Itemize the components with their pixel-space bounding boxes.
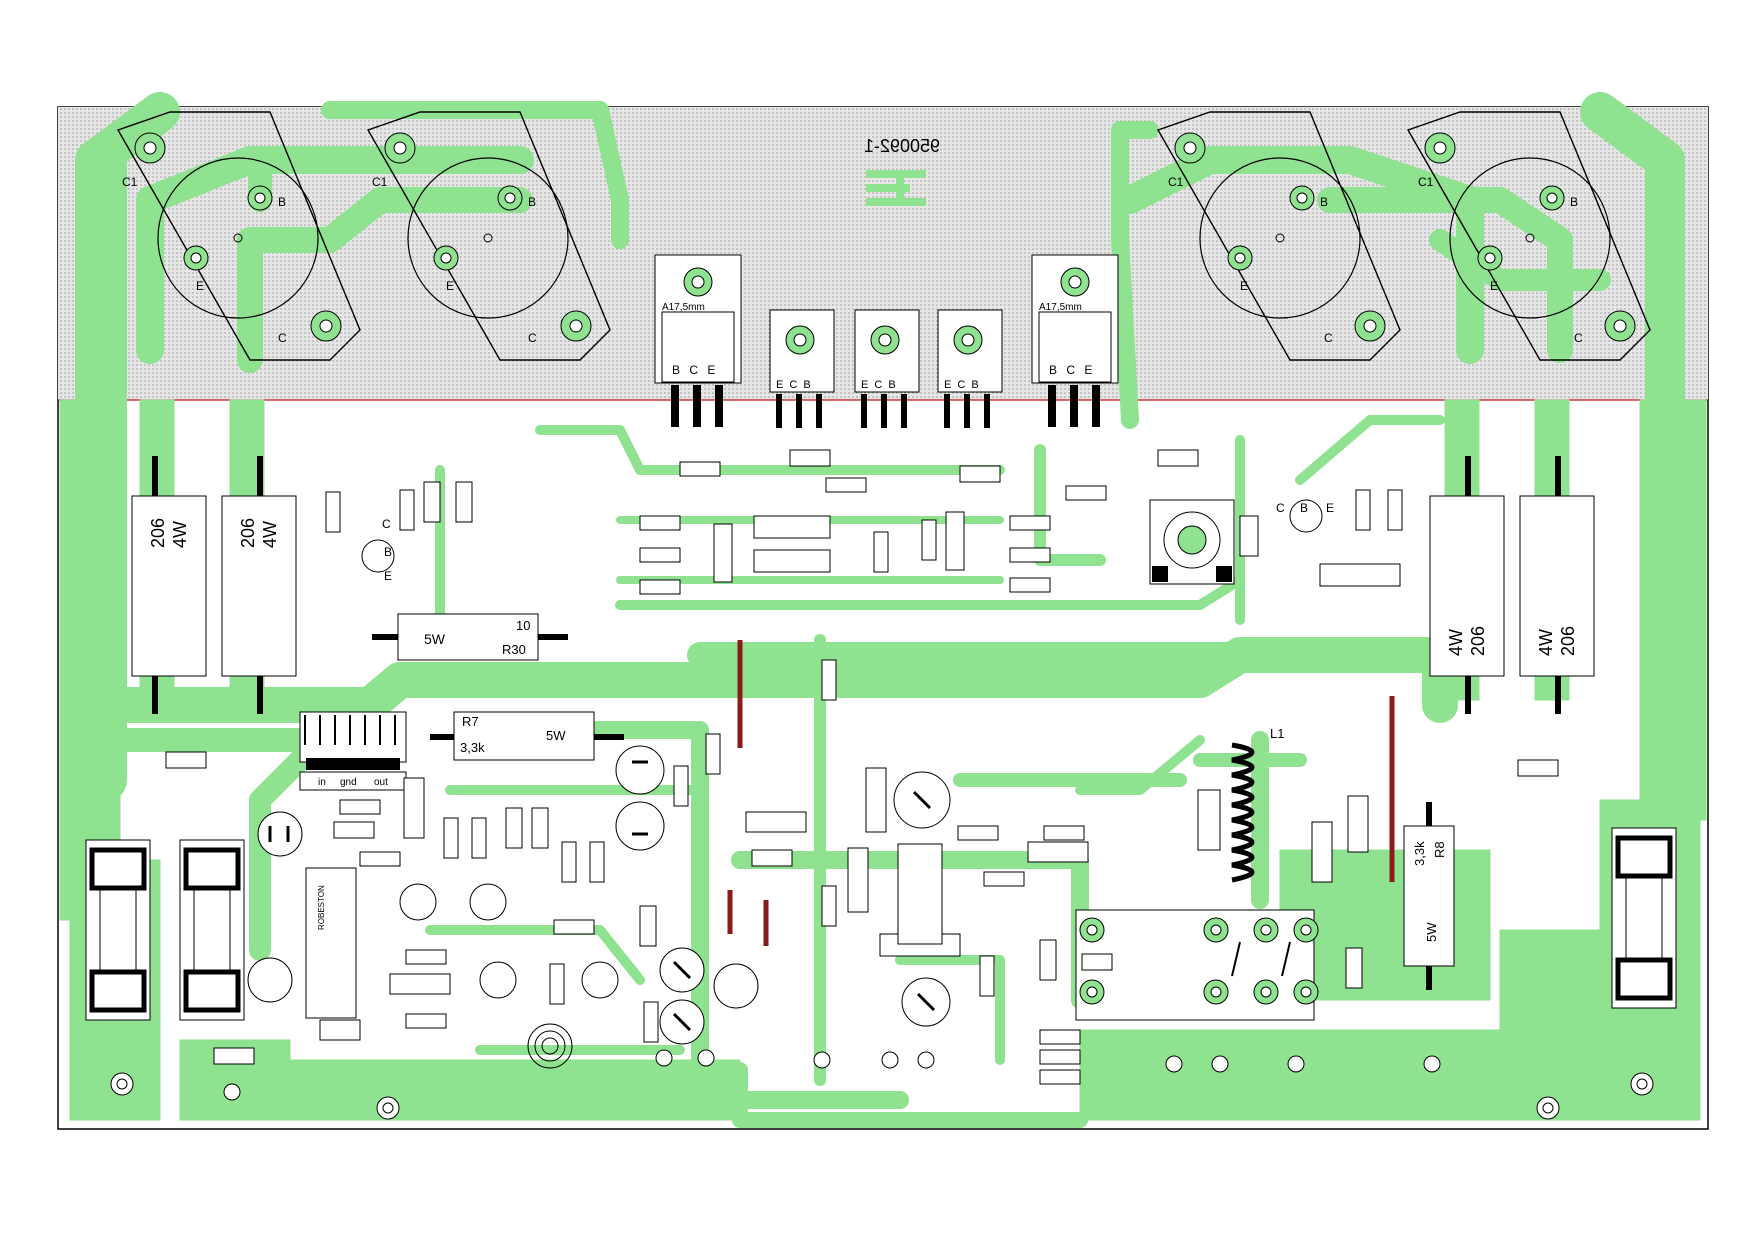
tr6-e: E — [1326, 501, 1334, 515]
emitter-resistor-4: 4W 206 — [1519, 456, 1595, 714]
ic-label: ROBESTON — [317, 885, 326, 930]
small-components — [319, 461, 1403, 1043]
er2-power: 4W — [260, 521, 280, 548]
bias-transistor-1: E C B — [769, 309, 835, 428]
pt3-b-label: B — [1320, 195, 1328, 209]
power-transistor-2: C1 B E C — [366, 111, 611, 361]
pt4-c1-label: C1 — [1418, 175, 1434, 189]
small-transistor-group — [361, 499, 1323, 999]
pt4-b-label: B — [1570, 195, 1578, 209]
pt4-e-label: E — [1490, 279, 1498, 293]
pt1-c-label: C — [278, 331, 287, 345]
tr6-c: C — [1276, 501, 1285, 515]
fuse-left-2 — [179, 839, 245, 1021]
bias-transistor-3: E C B — [937, 309, 1003, 428]
driver-left-size: A17,5mm — [662, 302, 705, 313]
inductor-label: L1 — [1270, 726, 1284, 741]
bias3-pins: E C B — [944, 379, 979, 391]
cap-polarity-marks — [268, 760, 936, 1032]
driver-left-pins: B C E — [672, 363, 715, 377]
opamp-ic: ROBESTON — [305, 867, 357, 1019]
tr1-b: B — [384, 545, 392, 559]
mounting-holes — [110, 1049, 1654, 1120]
part-number-label: 950092-1 — [864, 136, 940, 156]
emitter-resistor-2: 206 4W — [221, 456, 297, 714]
er4-power: 206 — [1558, 626, 1578, 656]
pt2-b-label: B — [528, 195, 536, 209]
er3-value: 4W — [1446, 629, 1466, 656]
resistor-r7: R7 3,3k 5W — [430, 711, 624, 761]
fuse-left-1 — [85, 839, 151, 1021]
pt4-c-label: C — [1574, 331, 1583, 345]
tr6-b: B — [1300, 501, 1308, 515]
resistor-r30: 5W 10 R30 — [372, 613, 568, 661]
r7-power: 5W — [546, 728, 566, 743]
r8-value: 3,3k — [1412, 841, 1427, 866]
bias-trimmer — [1149, 499, 1235, 585]
r30-value: 10 — [516, 618, 530, 633]
regulator-gnd: gnd — [340, 777, 357, 788]
r7-value: 3,3k — [460, 740, 485, 755]
regulator-out: out — [374, 777, 388, 788]
bias1-pins: E C B — [776, 379, 811, 391]
pt2-c1-label: C1 — [372, 175, 388, 189]
regulator-in: in — [318, 777, 326, 788]
r30-power: 5W — [424, 631, 446, 647]
voltage-regulator: in gnd out — [299, 711, 407, 791]
tr1-c: C — [382, 517, 391, 531]
er1-power: 4W — [170, 521, 190, 548]
r30-ref: R30 — [502, 642, 526, 657]
pt1-e-label: E — [196, 279, 204, 293]
bias-transistor-2: E C B — [854, 309, 920, 428]
manufacturer-logo — [866, 170, 926, 206]
pt3-c-label: C — [1324, 331, 1333, 345]
pt2-c-label: C — [528, 331, 537, 345]
relay — [1075, 909, 1319, 1021]
tr1-e: E — [384, 569, 392, 583]
driver-transistor-left: A17,5mm B C E — [654, 254, 742, 427]
driver-transistor-right: A17,5mm B C E — [1031, 254, 1119, 427]
pt1-c1-label: C1 — [122, 175, 138, 189]
spiral-coil — [527, 1023, 573, 1069]
power-transistor-3: C1 B E C — [1156, 111, 1401, 361]
r7-ref: R7 — [462, 714, 479, 729]
er3-power: 206 — [1468, 626, 1488, 656]
r8-ref: R8 — [1432, 841, 1447, 858]
electrolytic-caps — [247, 745, 951, 1045]
r8-power: 5W — [1424, 922, 1439, 942]
er2-value: 206 — [238, 518, 258, 548]
fuse-right — [1611, 827, 1677, 1009]
diodes — [165, 449, 1559, 1085]
inductor-l1: L1 — [1231, 726, 1284, 883]
small-transistor-labels: C B E C B E — [382, 501, 1334, 583]
er1-value: 206 — [148, 518, 168, 548]
power-transistor-4: C1 B E C — [1406, 111, 1651, 361]
pt3-c1-label: C1 — [1168, 175, 1184, 189]
emitter-resistor-3: 4W 206 — [1429, 456, 1505, 714]
bias2-pins: E C B — [861, 379, 896, 391]
power-transistor-1: C1 B E C — [116, 111, 361, 361]
resistor-r8: 3,3k R8 5W — [1403, 802, 1455, 990]
driver-right-size: A17,5mm — [1039, 302, 1082, 313]
pt2-e-label: E — [446, 279, 454, 293]
pt3-e-label: E — [1240, 279, 1248, 293]
er4-value: 4W — [1536, 629, 1556, 656]
jumper-wires — [727, 640, 1395, 946]
driver-right-pins: B C E — [1049, 363, 1092, 377]
emitter-resistor-1: 206 4W — [131, 456, 207, 714]
pt1-b-label: B — [278, 195, 286, 209]
